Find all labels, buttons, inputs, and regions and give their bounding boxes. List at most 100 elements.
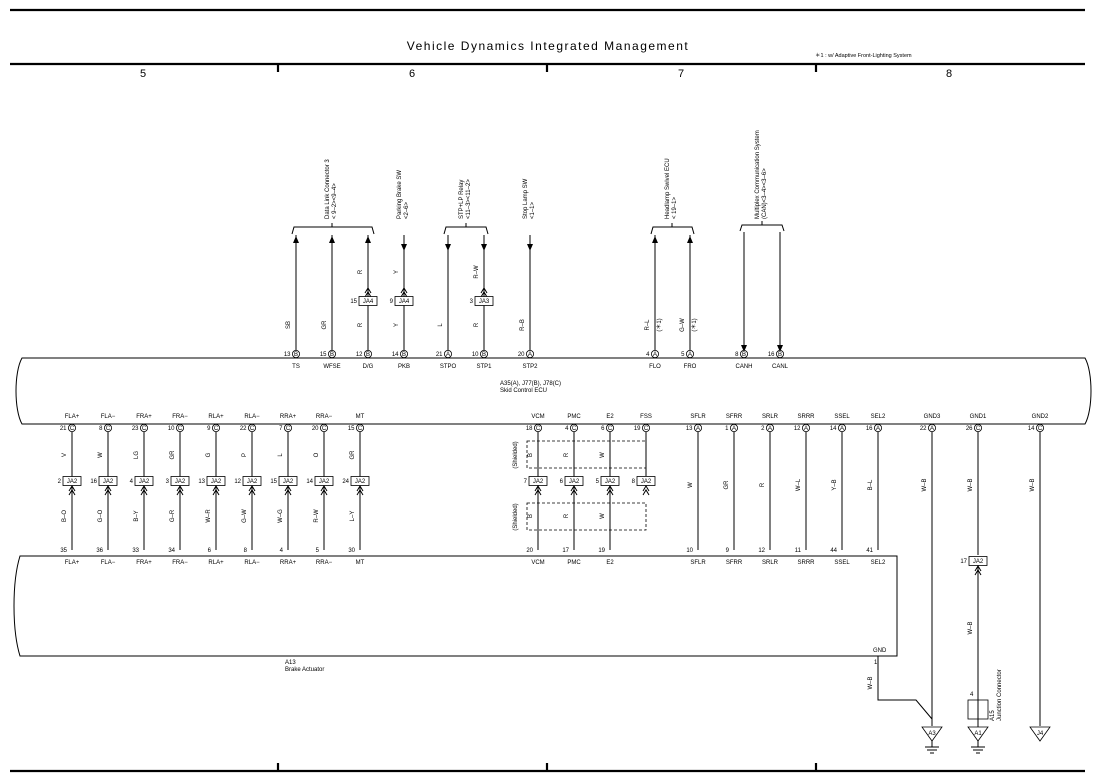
ecu-pin-circle — [642, 423, 651, 432]
column-number: 8 — [946, 68, 952, 80]
wire-color: SB — [286, 321, 292, 329]
double-arrow — [248, 485, 256, 496]
ecu-pin-number: 10 — [472, 352, 479, 358]
wire-color: R–L — [645, 319, 651, 331]
ecu-pin-number: 22 — [920, 426, 927, 432]
ecu-pin-number: 12 — [356, 352, 363, 358]
ecu-pin-number: 14 — [830, 426, 837, 432]
junction-number: 2 — [58, 479, 62, 485]
ecu-pin-circle — [606, 423, 615, 432]
wire-color: O — [314, 452, 320, 457]
ecu-pin-number: 12 — [794, 426, 801, 432]
ecu-pin-circle — [247, 423, 256, 432]
signal-arrow — [445, 244, 451, 251]
actuator-pin-label: VCM — [531, 560, 544, 566]
wire-color: W–B — [868, 676, 874, 689]
actuator-pin-number: 44 — [830, 548, 837, 554]
ecu-pin-circle — [327, 349, 336, 358]
signal-arrow — [652, 236, 658, 243]
ecu-pin-circle — [319, 423, 328, 432]
footnote: ＊1 : w/ Adaptive Front-Lighting System — [815, 52, 912, 59]
signal-arrow — [293, 236, 299, 243]
double-arrow — [534, 485, 542, 496]
component-label: <2–6> — [404, 201, 410, 219]
double-arrow — [320, 485, 328, 496]
ecu-pin-circle — [766, 423, 775, 432]
ecu-pin-label: FSS — [640, 414, 652, 420]
ecu-pin-connector: B — [482, 352, 486, 358]
ecu-pin-label: D/G — [363, 364, 374, 370]
top-arrows — [293, 236, 783, 352]
ecu-pin-connector: A — [804, 426, 808, 432]
actuator-pin-number: 35 — [60, 548, 67, 554]
component-label: <11–3><11–2> — [466, 179, 472, 219]
ecu-pin-connector: C — [572, 426, 577, 432]
ecu-pin-circle — [175, 423, 184, 432]
actuator-pin-number: 9 — [726, 548, 730, 554]
ecu-pin-number: 4 — [646, 352, 650, 358]
wire-note: (＊1) — [656, 318, 663, 331]
junction-code: JA2 — [139, 479, 150, 485]
gnd-junction-code: JA2 — [973, 559, 984, 565]
frame — [10, 8, 1085, 773]
ecu-pin-number: 20 — [312, 426, 319, 432]
junction-code: JA2 — [641, 479, 652, 485]
ecu-pin-label: SRLR — [762, 414, 779, 420]
actuator-pin-label: RLA− — [244, 560, 260, 566]
ecu-codes: A35(A), J77(B), J78(C) — [500, 381, 561, 387]
wire-color: Y–B — [832, 479, 838, 490]
wire-color: G–O — [98, 509, 104, 522]
double-arrow — [104, 485, 112, 496]
double-arrow — [606, 485, 614, 496]
ecu-pin-label: CANL — [772, 364, 789, 370]
actuator-pin-number: 12 — [758, 548, 765, 554]
ecu-pin-connector: B — [294, 352, 298, 358]
ecu-pin-label: E2 — [606, 414, 614, 420]
actuator-pin-number: 10 — [686, 548, 693, 554]
ecu-pin-label: WFSE — [323, 364, 340, 370]
wire-color: W — [600, 452, 606, 458]
junction-code: JA2 — [319, 479, 330, 485]
wire-color: R — [760, 482, 766, 487]
actuator-pin-number: 36 — [96, 548, 103, 554]
component-label: STP+LP Relay — [459, 180, 465, 219]
ecu-pin-circle — [355, 423, 364, 432]
junction-code: JA2 — [355, 479, 366, 485]
double-arrow — [364, 287, 372, 298]
ecu-pin-number: 9 — [207, 426, 211, 432]
ecu-pin-circle — [443, 349, 452, 358]
component-label: Parking Brake SW — [397, 170, 403, 219]
wire-color: W–L — [796, 478, 802, 491]
ecu-pin-connector: C — [286, 426, 291, 432]
component-label: Stop Lamp SW — [523, 178, 529, 219]
wire-color: B–Y — [134, 510, 140, 521]
ground-code: J4 — [1037, 731, 1044, 737]
ecu-pin-circle — [686, 349, 695, 358]
actuator-pin-number: 30 — [348, 548, 355, 554]
ecu-pin-number: 21 — [436, 352, 443, 358]
gnd-junction-number: 17 — [960, 559, 967, 565]
junction-number: 5 — [596, 479, 600, 485]
ecu-pin-circle — [139, 423, 148, 432]
ecu-pin-label: GND2 — [1032, 414, 1049, 420]
double-arrow — [356, 485, 364, 496]
ecu-pin-number: 6 — [601, 426, 605, 432]
ecu-pin-connector: C — [142, 426, 147, 432]
component-label: < 19–1> — [672, 196, 678, 219]
actuator-pin-label: PMC — [567, 560, 581, 566]
wire-color: R — [358, 269, 364, 274]
actuator-pin-label: SFLR — [690, 560, 706, 566]
actuator-pin-number: 41 — [866, 548, 873, 554]
actuator-pin-label: SSEL — [834, 560, 850, 566]
wire-color: W — [98, 452, 104, 458]
component-label: (CAN)<3–4><3–6> — [762, 168, 768, 219]
ecu-pin-connector: A — [768, 426, 772, 432]
ecu-pin-label: FLO — [649, 364, 661, 370]
junction-code: JA4 — [363, 299, 374, 305]
junction-number: 15 — [350, 299, 357, 305]
ground-symbol-j4 — [1029, 726, 1051, 742]
wire-note: (＊1) — [691, 318, 698, 331]
ecu-pin-connector: A — [688, 352, 692, 358]
ecu-pin-connector: A — [840, 426, 844, 432]
